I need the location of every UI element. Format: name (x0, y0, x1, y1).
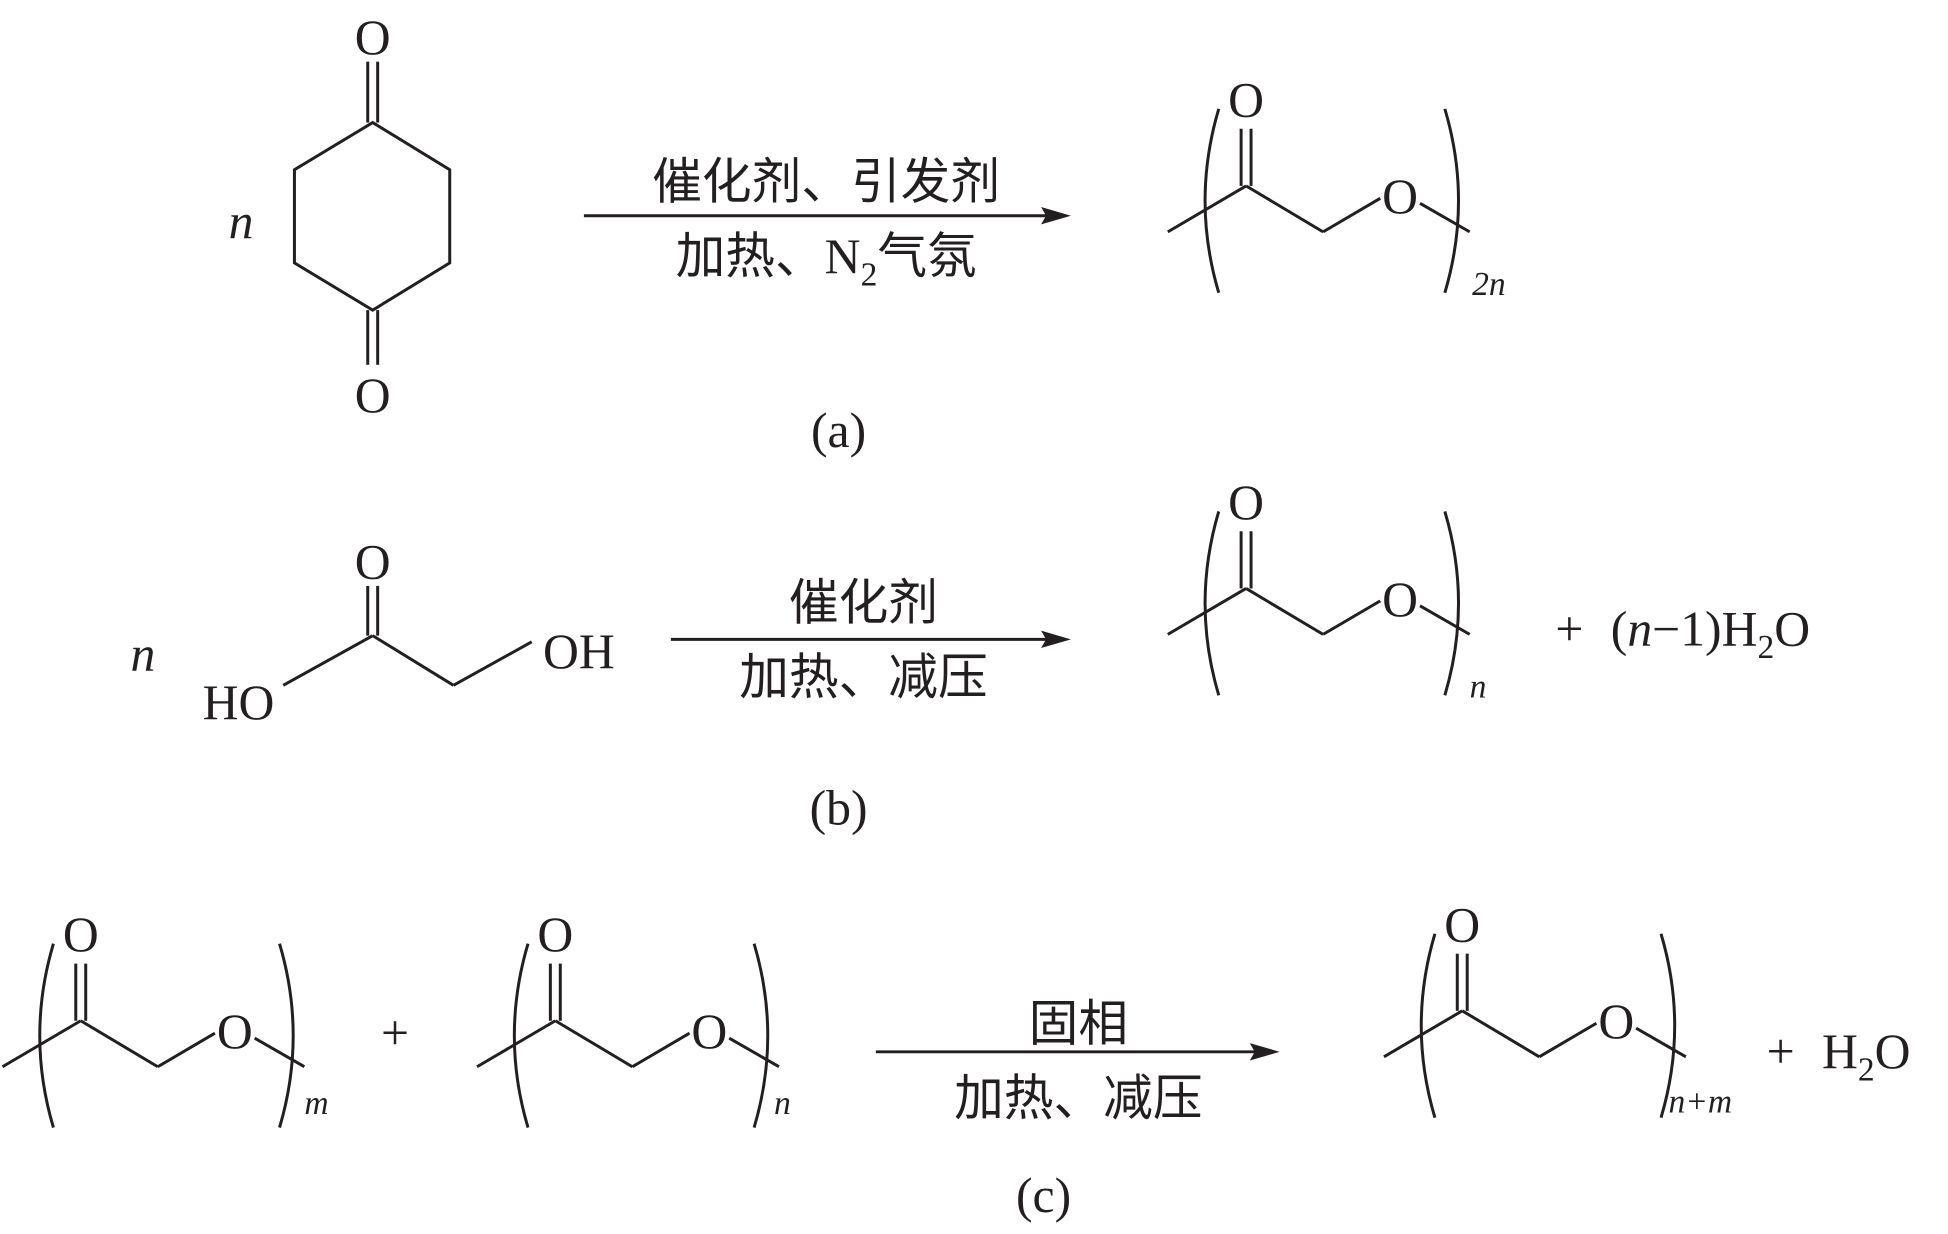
atom-o: O (1228, 72, 1264, 127)
atom-o: O (355, 368, 391, 423)
conditions-below: 加热、N2气氛 (676, 229, 977, 293)
atom-o: O (63, 907, 99, 962)
label-c: (c) (1016, 1168, 1071, 1223)
atom-o: O (691, 1004, 727, 1059)
atom-o: O (1598, 994, 1634, 1049)
polymer-product: O O 2n (1166, 72, 1506, 303)
label-a: (a) (811, 403, 866, 458)
atom-ho: HO (203, 675, 275, 730)
reaction-a: O O n 催化剂、引发剂 加热、N2气氛 O O 2n (a) (229, 10, 1506, 458)
byproduct-water: +(n−1)H2O (1555, 602, 1810, 666)
reaction-arrow (670, 630, 1071, 649)
coefficient: n (229, 194, 254, 249)
atom-o: O (355, 534, 391, 589)
reaction-b: n HO O OH 催化剂 加热、减压 O O n +(n−1)H2O (b) (130, 475, 1810, 836)
reaction-c: O O m + O O n 固相 加热、减压 O O n+m +H2O (c) (0, 897, 1911, 1223)
byproduct-water: +H2O (1767, 1024, 1911, 1088)
repeat-subscript: n+m (1668, 1084, 1732, 1121)
conditions-above: 催化剂、引发剂 (652, 154, 1000, 209)
polymer-reactant-1: O O m (0, 907, 329, 1130)
reaction-arrow (875, 1043, 1280, 1061)
repeat-subscript: 2n (1472, 266, 1506, 303)
conditions-below: 加热、减压 (954, 1071, 1202, 1126)
conditions-below: 加热、减压 (739, 650, 987, 705)
atom-o: O (1382, 169, 1418, 224)
cyclohexanedione-structure: O O n (229, 10, 452, 423)
atom-o: O (1382, 572, 1418, 627)
reaction-arrow (583, 207, 1071, 225)
polymer-product: O O n (1166, 475, 1487, 706)
coefficient: n (130, 626, 155, 681)
atom-o: O (217, 1004, 253, 1059)
polymer-reactant-2: O O n (475, 907, 791, 1130)
atom-o: O (537, 907, 573, 962)
conditions-above: 固相 (1029, 997, 1128, 1052)
atom-o: O (1444, 897, 1480, 952)
label-b: (b) (810, 780, 868, 835)
repeat-subscript: m (304, 1085, 328, 1122)
atom-oh: OH (543, 624, 615, 679)
plus-sign: + (381, 1005, 409, 1060)
polymer-product: O O n+m (1382, 897, 1732, 1121)
glycolic-acid-structure: n HO O OH (130, 534, 614, 729)
conditions-above: 催化剂 (789, 575, 938, 630)
atom-o: O (1228, 475, 1264, 530)
repeat-subscript: n (1470, 669, 1487, 706)
repeat-subscript: n (774, 1085, 791, 1122)
atom-o: O (355, 10, 391, 65)
